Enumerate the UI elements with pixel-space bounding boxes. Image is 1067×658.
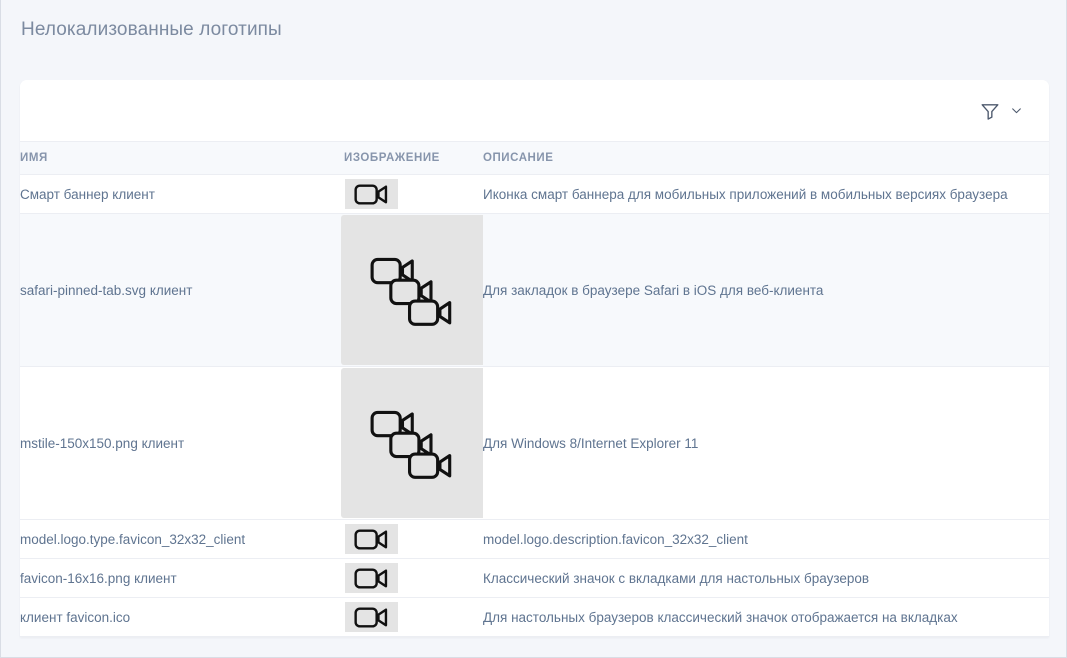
page-title: Нелокализованные логотипы	[21, 19, 282, 40]
cell-description: Для закладок в браузере Safari в iOS для…	[483, 213, 1049, 367]
cell-description: Классический значок с вкладками для наст…	[483, 558, 1049, 598]
video-camera-icon[interactable]	[345, 179, 398, 209]
table-row[interactable]: Смарт баннер клиент Иконка смарт баннера …	[20, 174, 1049, 214]
table-header: ИМЯ ИЗОБРАЖЕНИЕ ОПИСАНИЕ	[20, 141, 1049, 175]
column-header-name[interactable]: ИМЯ	[20, 141, 344, 175]
table-row[interactable]: favicon-16x16.png клиент Классический зна…	[20, 558, 1049, 598]
cell-name: model.logo.type.favicon_32x32_client	[20, 519, 344, 559]
cell-image	[341, 366, 491, 520]
table-row[interactable]: клиент favicon.ico Для настольных браузер…	[20, 597, 1049, 637]
table-body: Смарт баннер клиент Иконка смарт баннера …	[20, 174, 1049, 637]
table-row[interactable]: mstile-150x150.png клиент Для Windows 8/I…	[20, 366, 1049, 520]
video-camera-icon[interactable]	[345, 524, 398, 554]
filter-button[interactable]	[977, 96, 1025, 126]
cell-name: mstile-150x150.png клиент	[20, 366, 344, 520]
table-header-row: ИМЯ ИЗОБРАЖЕНИЕ ОПИСАНИЕ	[20, 141, 1049, 175]
filter-funnel-icon[interactable]	[979, 100, 1001, 122]
cell-image	[344, 519, 483, 559]
table-row[interactable]: model.logo.type.favicon_32x32_client mode…	[20, 519, 1049, 559]
logos-table: ИМЯ ИЗОБРАЖЕНИЕ ОПИСАНИЕ Смарт баннер кл…	[20, 141, 1049, 637]
triple-video-camera-icon[interactable]	[341, 215, 491, 365]
cell-description: Для настольных браузеров классический зн…	[483, 597, 1049, 637]
cell-name: safari-pinned-tab.svg клиент	[20, 213, 344, 367]
column-header-desc[interactable]: ОПИСАНИЕ	[483, 141, 1049, 175]
cell-name: favicon-16x16.png клиент	[20, 558, 344, 598]
cell-name: клиент favicon.ico	[20, 597, 344, 637]
cell-description: model.logo.description.favicon_32x32_cli…	[483, 519, 1049, 559]
chevron-down-icon[interactable]	[1010, 104, 1023, 117]
cell-description: Для Windows 8/Internet Explorer 11	[483, 366, 1049, 520]
triple-video-camera-icon[interactable]	[341, 368, 491, 518]
cell-image	[344, 597, 483, 637]
logos-table-card: ИМЯ ИЗОБРАЖЕНИЕ ОПИСАНИЕ Смарт баннер кл…	[20, 80, 1049, 637]
cell-image	[344, 174, 483, 214]
cell-image	[341, 213, 491, 367]
video-camera-icon[interactable]	[345, 602, 398, 632]
cell-name: Смарт баннер клиент	[20, 174, 344, 214]
video-camera-icon[interactable]	[345, 563, 398, 593]
cell-description: Иконка смарт баннера для мобильных прило…	[483, 174, 1049, 214]
cell-image	[344, 558, 483, 598]
page-header: Нелокализованные логотипы	[1, 0, 1066, 60]
table-row[interactable]: safari-pinned-tab.svg клиент Для закладок…	[20, 213, 1049, 367]
column-header-image[interactable]: ИЗОБРАЖЕНИЕ	[344, 141, 483, 175]
table-toolbar	[20, 80, 1049, 141]
